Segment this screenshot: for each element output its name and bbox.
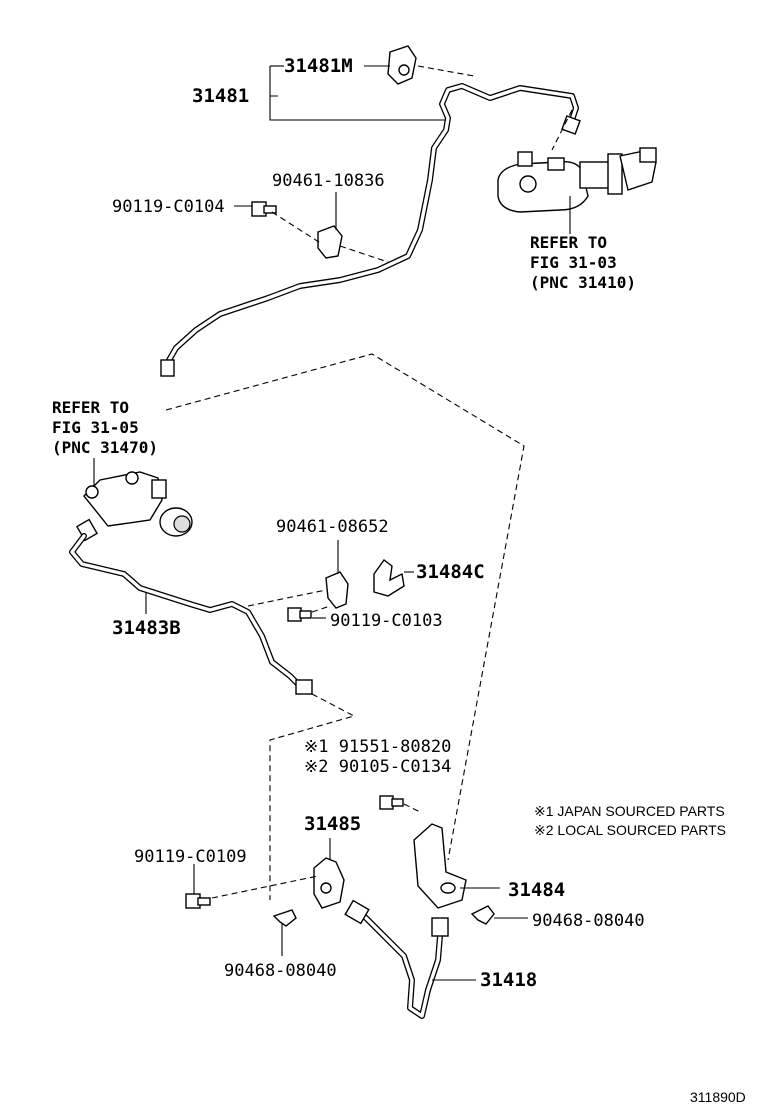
- pipe-fitting-icon: [295, 679, 313, 695]
- clip-icon: [470, 905, 495, 925]
- label-31485: 31485: [304, 813, 361, 835]
- clip-icon: [272, 909, 297, 927]
- refer-b-line-3: (PNC 31470): [52, 438, 158, 457]
- flexible-hose-icon: [344, 899, 449, 1019]
- refer-b-line-2: FIG 31-05: [52, 418, 139, 437]
- labels: 31481M 31481 90461-10836 90119-C0104 REF…: [52, 55, 746, 1105]
- bolt-icon: [185, 893, 211, 909]
- bolt-icon: [379, 795, 404, 810]
- clip-icon: [317, 225, 343, 259]
- label-90468-08040-left: 90468-08040: [224, 961, 337, 981]
- pipe-31481: [160, 83, 581, 377]
- bolt-icon: [251, 201, 277, 217]
- dashed-connections: [165, 65, 573, 900]
- label-31484c: 31484C: [416, 561, 485, 583]
- refer-a-line-1: REFER TO: [530, 233, 607, 252]
- note-local-sourced: ※2 LOCAL SOURCED PARTS: [534, 822, 726, 838]
- refer-a-line-3: (PNC 31410): [530, 273, 636, 292]
- bracket-icon: [313, 857, 345, 909]
- label-91551-80820: ※1 91551-80820: [304, 737, 451, 757]
- figure-code: 311890D: [690, 1089, 746, 1105]
- label-90119-c0109: 90119-C0109: [134, 847, 247, 867]
- label-31483b: 31483B: [112, 617, 181, 639]
- note-japan-sourced: ※1 JAPAN SOURCED PARTS: [534, 803, 725, 819]
- leader-lines: [93, 65, 571, 981]
- label-90468-08040-right: 90468-08040: [532, 911, 645, 931]
- pipe-31483b: [69, 533, 313, 695]
- label-90105-c0134: ※2 90105-C0134: [304, 757, 451, 777]
- bolt-icon: [287, 607, 312, 622]
- clip-icon: [387, 45, 417, 85]
- label-31481m: 31481M: [284, 55, 353, 77]
- refer-a-line-2: FIG 31-03: [530, 253, 617, 272]
- label-31418: 31418: [480, 969, 537, 991]
- bracket-icon: [373, 559, 405, 597]
- label-90461-08652: 90461-08652: [276, 517, 389, 537]
- master-cylinder-icon: [497, 147, 657, 213]
- label-90119-c0104: 90119-C0104: [112, 197, 225, 217]
- bracket-icon: [413, 823, 467, 909]
- label-90119-c0103: 90119-C0103: [330, 611, 443, 631]
- label-90461-10836: 90461-10836: [272, 171, 385, 191]
- pipe-fitting-icon: [561, 115, 581, 135]
- label-31481: 31481: [192, 85, 249, 107]
- clip-icon: [325, 571, 349, 609]
- pipe-fitting-icon: [160, 359, 175, 377]
- refer-b-line-1: REFER TO: [52, 398, 129, 417]
- label-31484: 31484: [508, 879, 565, 901]
